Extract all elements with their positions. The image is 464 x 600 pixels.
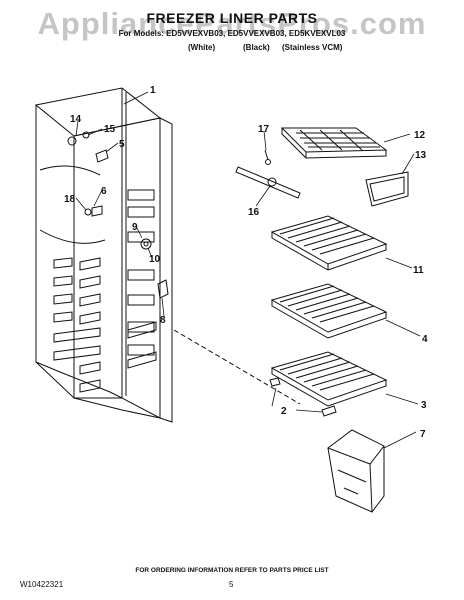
document-number: W10422321: [20, 580, 64, 589]
callout-3: 3: [421, 400, 427, 411]
wire-shelf-4: [270, 283, 388, 339]
shelf-bracket-16: [235, 149, 301, 199]
callout-12: 12: [414, 130, 426, 141]
model-list: For Models: ED5VVEXVB03, ED5VVEXVB03, ED…: [118, 29, 346, 38]
page-title: FREEZER LINER PARTS: [146, 10, 318, 26]
leader-lines: [75, 91, 421, 449]
callout-14: 14: [70, 114, 82, 125]
callout-labels: 1 2 3 4 5 6 7 8 9 10 11 12 13 14 15 16 1…: [64, 85, 428, 440]
callout-9: 9: [132, 222, 138, 233]
basket-13: [365, 171, 409, 207]
freezer-bin-7: [326, 429, 385, 513]
variant-black: (Black): [243, 43, 270, 52]
callout-11: 11: [413, 265, 424, 276]
callout-4: 4: [422, 334, 428, 345]
callout-7: 7: [420, 429, 426, 440]
shelf-tray-12: [280, 127, 388, 159]
callout-15: 15: [104, 124, 116, 135]
callout-8: 8: [160, 315, 166, 326]
callout-13: 13: [415, 150, 427, 161]
callout-18: 18: [64, 194, 76, 205]
callout-2: 2: [281, 406, 287, 417]
variant-stainless: (Stainless VCM): [282, 43, 343, 52]
callout-16: 16: [248, 207, 260, 218]
page-number: 5: [229, 580, 234, 589]
wire-shelf-3: [269, 351, 388, 417]
freezer-liner: [34, 87, 173, 423]
variant-white: (White): [188, 43, 216, 52]
ordering-note: FOR ORDERING INFORMATION REFER TO PARTS …: [135, 567, 329, 574]
watermark: AppliancePartsPros.com: [37, 6, 427, 41]
callout-6: 6: [101, 186, 107, 197]
callout-10: 10: [149, 254, 161, 265]
callout-17: 17: [258, 124, 270, 135]
wire-shelf-11: [270, 215, 388, 271]
callout-5: 5: [119, 139, 125, 150]
liner-components: [67, 131, 169, 299]
callout-1: 1: [150, 85, 156, 96]
